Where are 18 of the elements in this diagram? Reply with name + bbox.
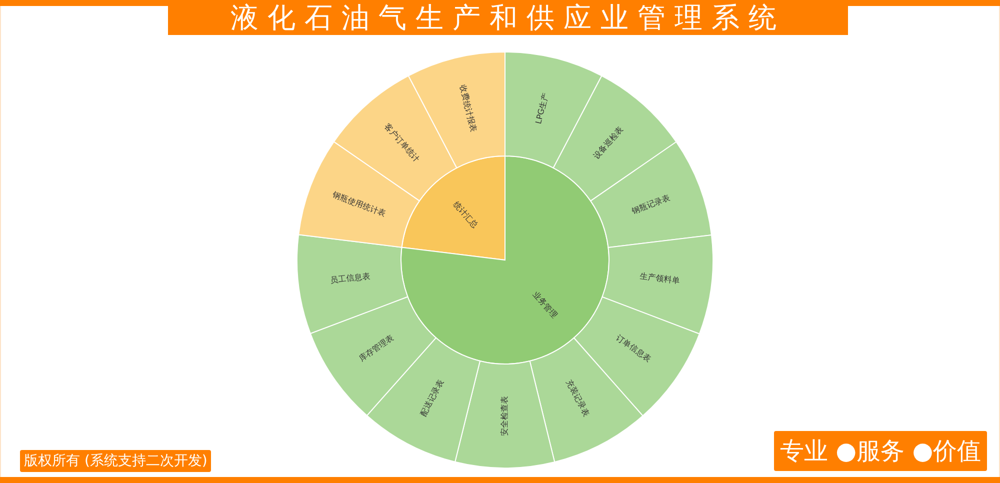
segment-label: LPG生产 xyxy=(534,92,550,125)
segment-label: 员工信息表 xyxy=(330,271,370,286)
segment-label: 设备巡检表 xyxy=(592,125,625,161)
segment-label: 统计汇总 xyxy=(452,200,480,230)
segment-label: 库存管理表 xyxy=(357,333,396,364)
title-banner: 液化石油气生产和供应业管理系统 xyxy=(168,0,848,35)
slogan-badge: 专业 ●服务 ●价值 xyxy=(774,431,988,471)
segment-label: 生产领料单 xyxy=(640,272,680,286)
segment-label: 钢瓶使用统计表 xyxy=(332,190,388,218)
segment-label: 配送记录表 xyxy=(418,378,446,418)
segment-label: 业务管理 xyxy=(531,290,559,320)
segment-label: 客户订单统计 xyxy=(382,122,422,164)
segment-label: 收费统计报表 xyxy=(458,84,478,133)
copyright-note: 版权所有 (系统支持二次开发) xyxy=(20,450,212,472)
segment-label: 充装记录表 xyxy=(564,378,591,418)
segment-label: 订单信息表 xyxy=(614,333,653,364)
segment-label: 钢瓶记录表 xyxy=(630,193,672,216)
segment-label: 安全检查表 xyxy=(500,396,510,436)
